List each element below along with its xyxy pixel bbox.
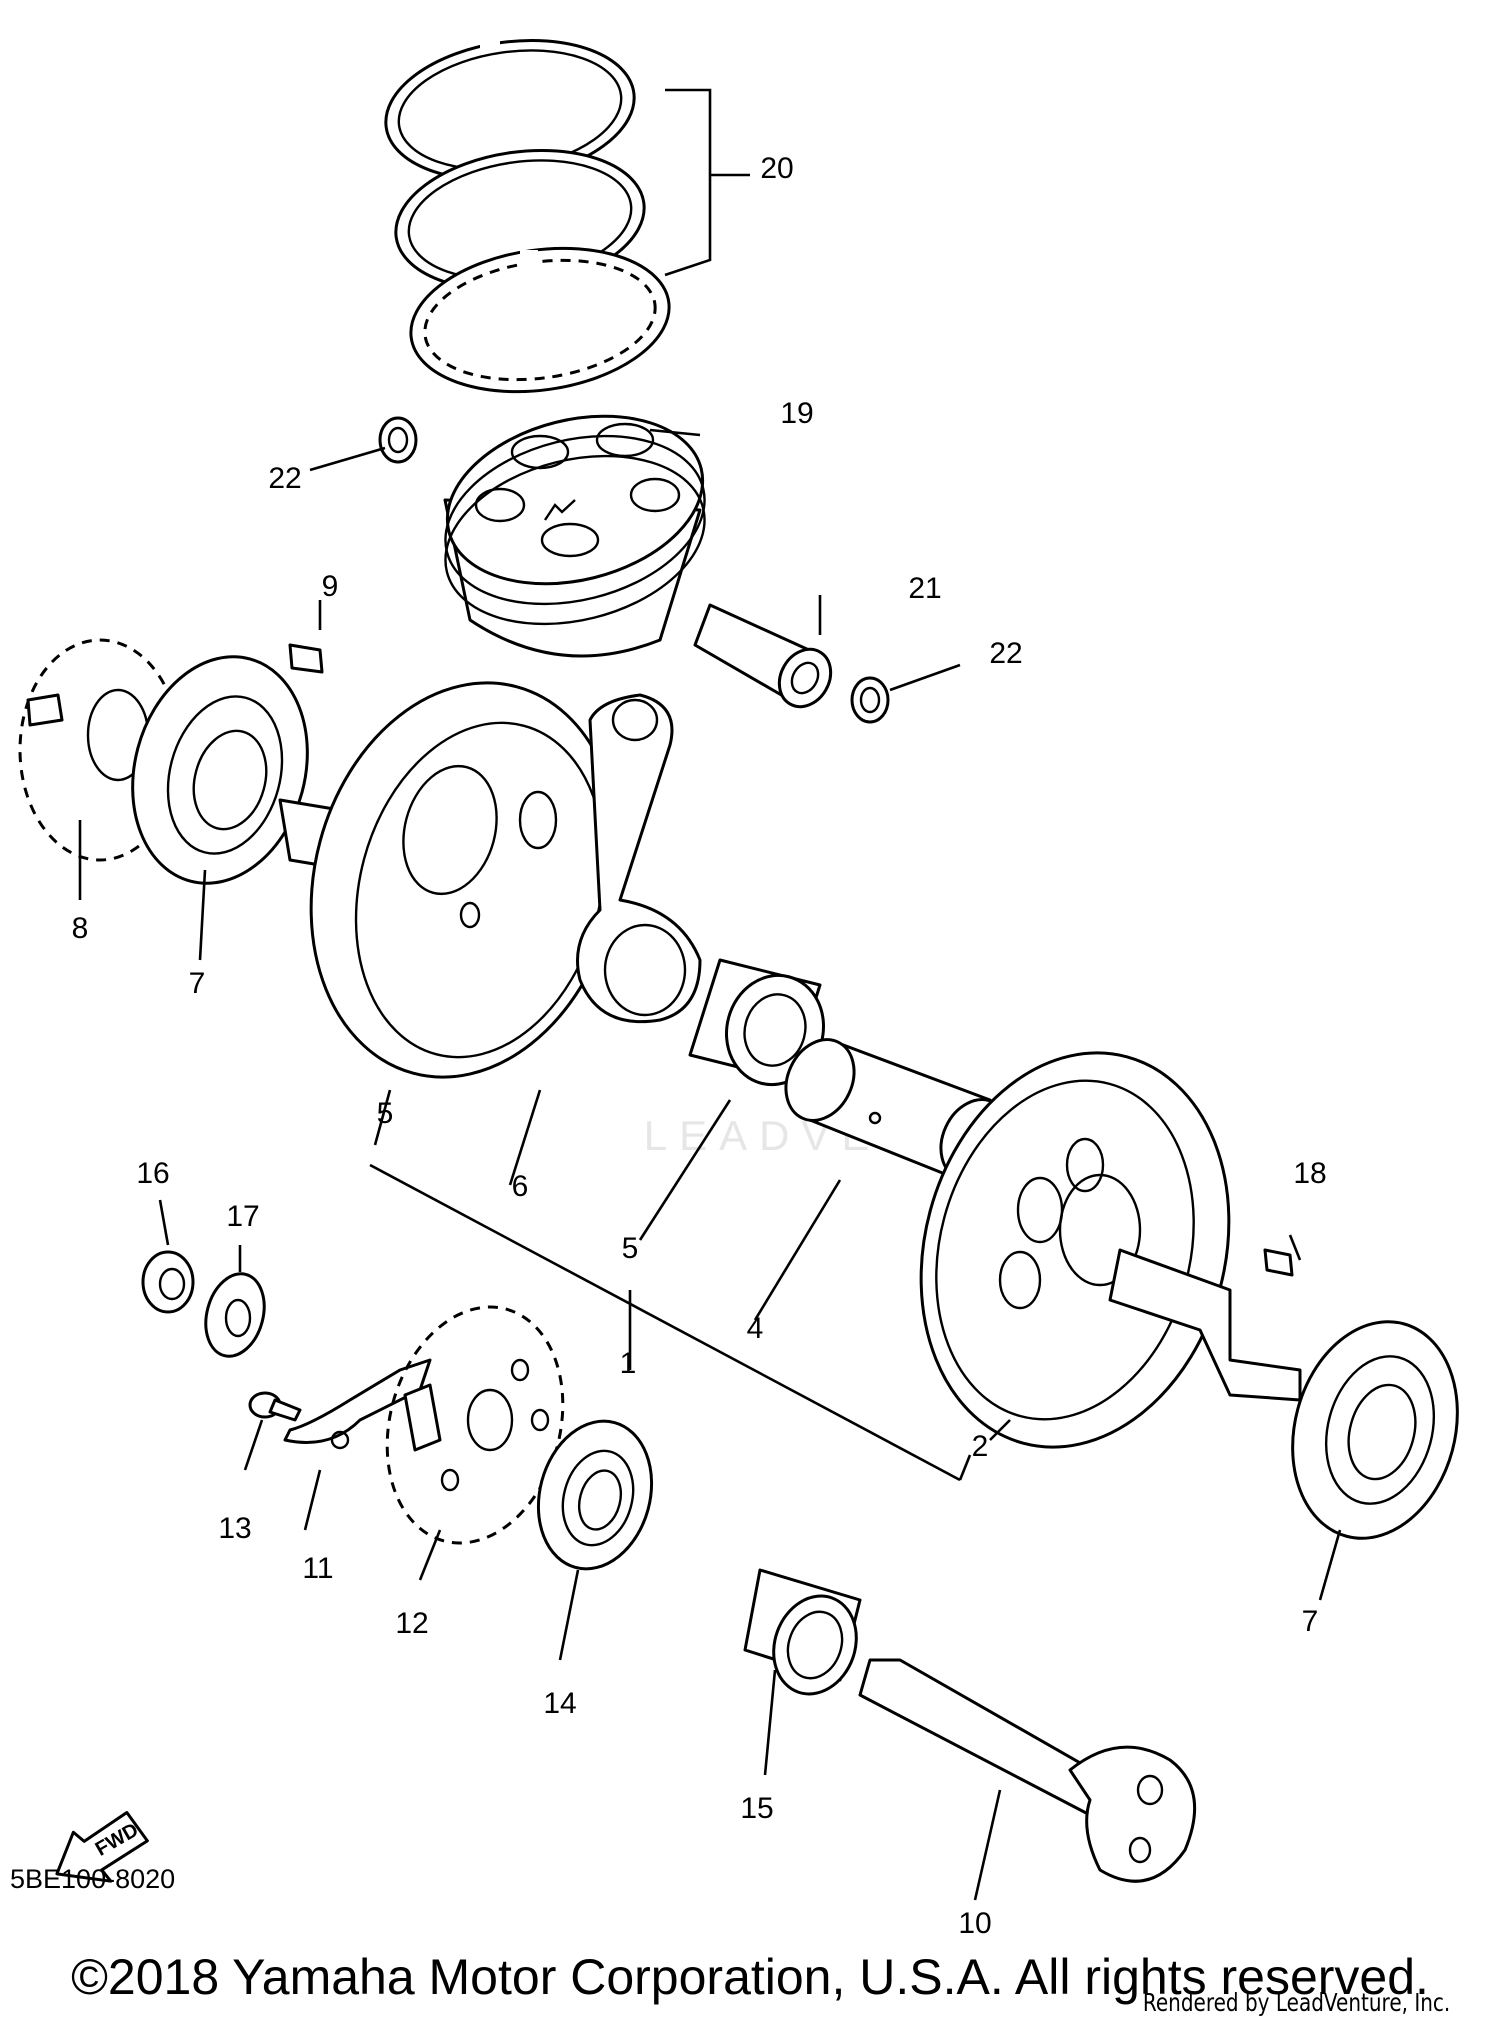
bolt[interactable] bbox=[248, 1391, 302, 1422]
leader-lines bbox=[78, 88, 1342, 1901]
bracket-line bbox=[369, 1163, 961, 1482]
crank-wheel-right[interactable] bbox=[878, 1018, 1302, 1482]
bearing-right[interactable] bbox=[1269, 1303, 1480, 1557]
bearing-left[interactable] bbox=[108, 637, 332, 903]
connecting-rod[interactable] bbox=[576, 693, 702, 1024]
callout-22: 22 bbox=[268, 462, 301, 495]
callout-10: 10 bbox=[958, 1907, 991, 1940]
rendered-by-credit: Rendered by LeadVenture, Inc. bbox=[1142, 1988, 1450, 2017]
callout-2: 2 bbox=[972, 1430, 989, 1463]
callout-5: 5 bbox=[622, 1232, 639, 1265]
circlip-top[interactable] bbox=[378, 416, 418, 464]
callout-11: 11 bbox=[302, 1552, 333, 1585]
diagram-code: 5BE100-8020 bbox=[10, 1864, 176, 1894]
callout-8: 8 bbox=[72, 912, 89, 945]
callout-3: 5 bbox=[377, 1097, 394, 1130]
bracket-tick bbox=[958, 1454, 972, 1481]
balancer-bearing[interactable] bbox=[522, 1408, 667, 1581]
callout-14: 14 bbox=[543, 1687, 576, 1720]
callout-12: 12 bbox=[395, 1607, 428, 1640]
callout-15: 15 bbox=[740, 1792, 773, 1825]
copyright-notice: ©2018 Yamaha Motor Corporation, U.S.A. A… bbox=[71, 1949, 1429, 2005]
callout-13: 13 bbox=[218, 1512, 251, 1545]
callout-16: 16 bbox=[136, 1157, 169, 1190]
callout-6: 6 bbox=[512, 1170, 529, 1203]
callout-17: 17 bbox=[226, 1200, 259, 1233]
balancer-shaft[interactable] bbox=[858, 1658, 1197, 1883]
callout-9: 9 bbox=[322, 570, 339, 603]
callout-7: 7 bbox=[1302, 1605, 1319, 1638]
forward-arrow: FWD bbox=[55, 1811, 149, 1883]
callout-4: 4 bbox=[747, 1312, 764, 1345]
callout-18: 18 bbox=[1293, 1157, 1326, 1190]
callout-21: 21 bbox=[908, 572, 941, 605]
woodruff-key-9[interactable] bbox=[288, 643, 324, 674]
lock-washer[interactable] bbox=[197, 1267, 273, 1363]
balancer-plate[interactable] bbox=[283, 1358, 432, 1450]
circlip-right[interactable] bbox=[850, 676, 890, 724]
piston[interactable] bbox=[428, 391, 723, 658]
callout-20: 20 bbox=[760, 152, 793, 185]
callout-19: 19 bbox=[780, 397, 813, 430]
needle-bearing-balancer[interactable] bbox=[743, 1568, 870, 1706]
callout-22: 22 bbox=[989, 637, 1022, 670]
callout-1: 1 bbox=[620, 1347, 637, 1380]
nut[interactable] bbox=[141, 1250, 195, 1314]
crank-wheel-left[interactable] bbox=[268, 648, 661, 1112]
piston-pin[interactable] bbox=[693, 603, 841, 716]
piston-rings[interactable] bbox=[377, 25, 679, 407]
callout-7: 7 bbox=[189, 967, 206, 1000]
woodruff-key-18[interactable] bbox=[1263, 1248, 1294, 1277]
